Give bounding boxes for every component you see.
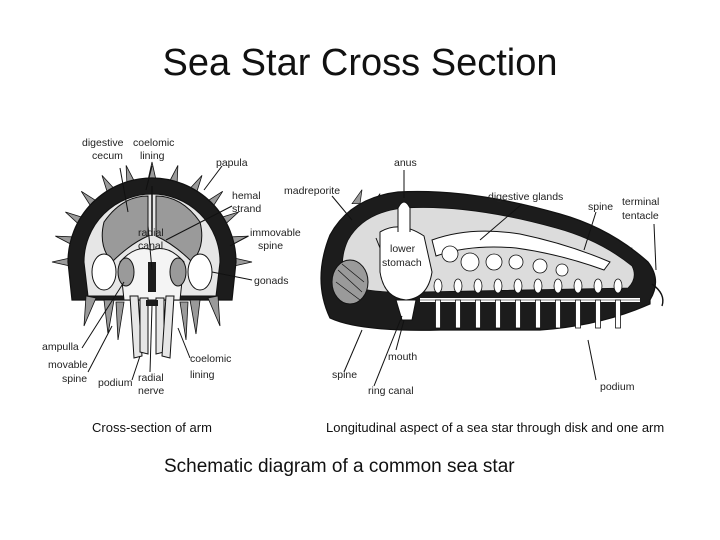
label-spine-bottom: spine xyxy=(332,369,357,381)
ampulla xyxy=(533,278,543,294)
ampulla-left xyxy=(117,257,135,287)
spine xyxy=(51,257,71,267)
gonad xyxy=(331,259,369,305)
ampulla xyxy=(473,278,483,294)
podium xyxy=(615,299,621,329)
podium xyxy=(555,299,561,329)
label-anus: anus xyxy=(394,157,417,169)
label-spine-top: spine xyxy=(588,201,613,213)
label-radial-nerve-1: radial xyxy=(138,372,164,384)
label-terminal-tentacle-2: tentacle xyxy=(622,210,659,222)
label-digestive-cecum-2: cecum xyxy=(92,150,123,162)
podium xyxy=(435,299,441,329)
ampulla xyxy=(553,278,563,294)
label-lower-stomach-1: lower xyxy=(390,243,416,255)
podium xyxy=(515,299,521,329)
label-podium-cs: podium xyxy=(98,377,133,389)
podia-row xyxy=(433,278,623,329)
spine xyxy=(233,257,253,267)
gonad-left xyxy=(91,253,117,291)
podia xyxy=(129,295,175,359)
label-radial-nerve-2: nerve xyxy=(138,385,164,397)
digestive-cecum-left xyxy=(101,195,149,263)
ampulla xyxy=(493,278,503,294)
label-movable-spine-1: movable xyxy=(48,359,88,371)
label-digestive-glands: digestive glands xyxy=(488,191,563,203)
caption-cross-section: Cross-section of arm xyxy=(92,420,212,435)
podium xyxy=(475,299,481,329)
label-terminal-tentacle-1: terminal xyxy=(622,196,659,208)
ampulla xyxy=(613,278,623,294)
ampulla xyxy=(573,278,583,294)
label-radial-canal-2: canal xyxy=(138,240,163,252)
diagram-caption: Schematic diagram of a common sea star xyxy=(164,456,515,477)
podium xyxy=(595,299,601,329)
ampulla xyxy=(453,278,463,294)
label-papula: papula xyxy=(216,157,248,169)
movable-spines xyxy=(83,295,221,341)
label-coelomic-lining-bottom-2: lining xyxy=(190,369,215,381)
ampulla xyxy=(433,278,443,294)
mouth xyxy=(395,299,417,321)
label-movable-spine-2: spine xyxy=(62,373,87,385)
label-coelomic-lining-bottom-1: coelomic xyxy=(190,353,231,365)
digestive-glands xyxy=(431,230,611,271)
label-mouth: mouth xyxy=(388,351,417,363)
label-ampulla: ampulla xyxy=(42,341,79,353)
ampulla xyxy=(513,278,523,294)
digestive-cecum-right xyxy=(155,195,203,263)
radial-nerve xyxy=(146,300,158,306)
label-coelomic-lining-top-1: coelomic xyxy=(133,137,174,149)
label-immovable-spine-2: spine xyxy=(258,240,283,252)
label-madreporite: madreporite xyxy=(284,185,340,197)
podium xyxy=(455,299,461,329)
ampulla xyxy=(593,278,603,294)
label-hemal-strand-1: hemal xyxy=(232,190,261,202)
label-hemal-strand-2: strand xyxy=(232,203,261,215)
podium xyxy=(575,299,581,329)
label-coelomic-lining-top-2: lining xyxy=(140,150,165,162)
label-ring-canal: ring canal xyxy=(368,385,414,397)
caption-longitudinal: Longitudinal aspect of a sea star throug… xyxy=(326,420,664,435)
longitudinal-figure: anus madreporite digestive glands spine … xyxy=(284,157,664,435)
spine xyxy=(351,189,363,205)
label-lower-stomach-2: stomach xyxy=(382,257,422,269)
podium xyxy=(535,299,541,329)
slide-title: Sea Star Cross Section xyxy=(162,42,558,84)
label-digestive-cecum-1: digestive xyxy=(82,137,124,149)
cross-section-figure: digestive cecum coelomic lining papula h… xyxy=(42,137,301,435)
ampulla-right xyxy=(169,257,187,287)
label-gonads: gonads xyxy=(254,275,288,287)
label-radial-canal-1: radial xyxy=(138,227,164,239)
radial-canal xyxy=(148,262,156,292)
label-podium-lg: podium xyxy=(600,381,635,393)
label-immovable-spine-1: immovable xyxy=(250,227,301,239)
podium xyxy=(495,299,501,329)
gonad-right xyxy=(187,253,213,291)
